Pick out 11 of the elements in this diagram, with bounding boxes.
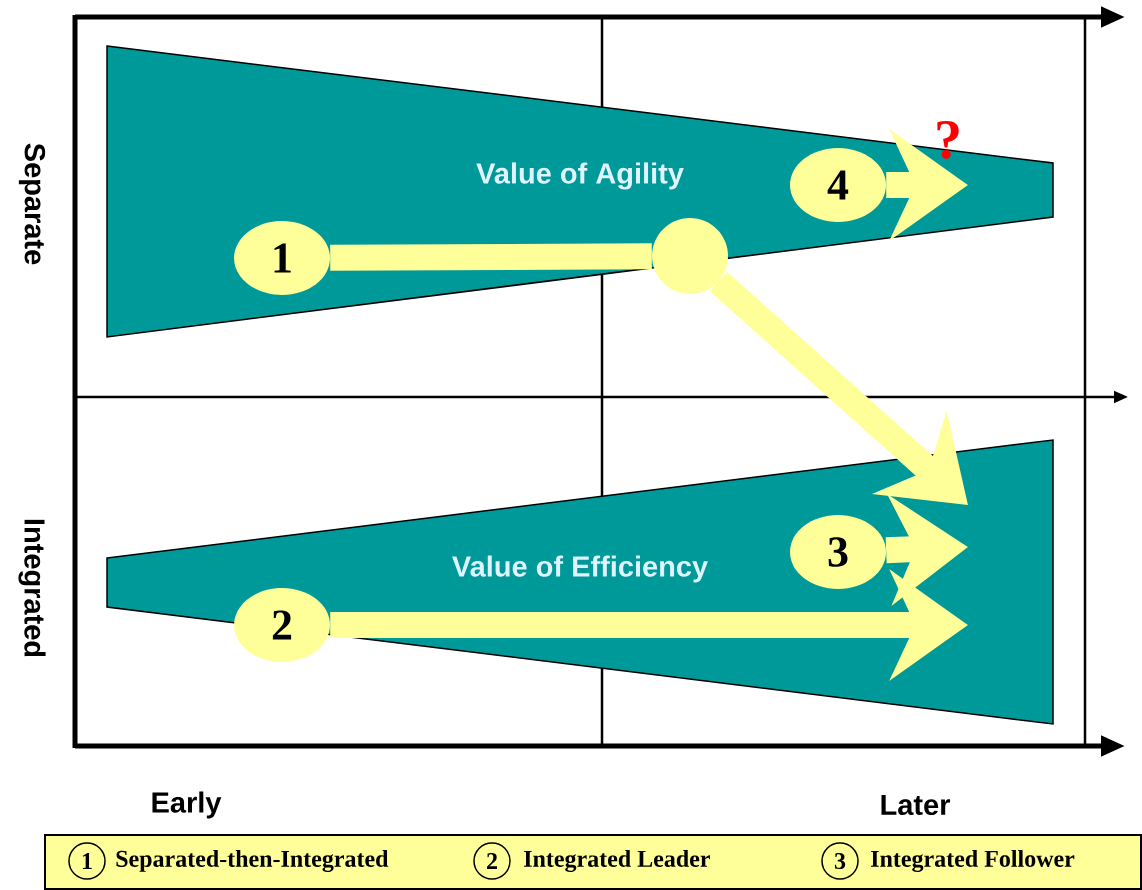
legend-number: 1 — [68, 842, 106, 880]
axis-label: Integrated — [18, 519, 46, 657]
legend-text: Separated-then-Integrated — [116, 850, 389, 872]
legend-number: 3 — [821, 842, 859, 880]
axis-label: Later — [881, 794, 951, 816]
legend-text: Integrated Follower — [871, 850, 1075, 872]
legend-number: 2 — [473, 842, 511, 880]
axis-label: Separate — [18, 143, 46, 265]
axis-label: Early — [152, 791, 222, 819]
junction-circle — [652, 218, 728, 294]
legend-text: Integrated Leader — [524, 850, 710, 872]
